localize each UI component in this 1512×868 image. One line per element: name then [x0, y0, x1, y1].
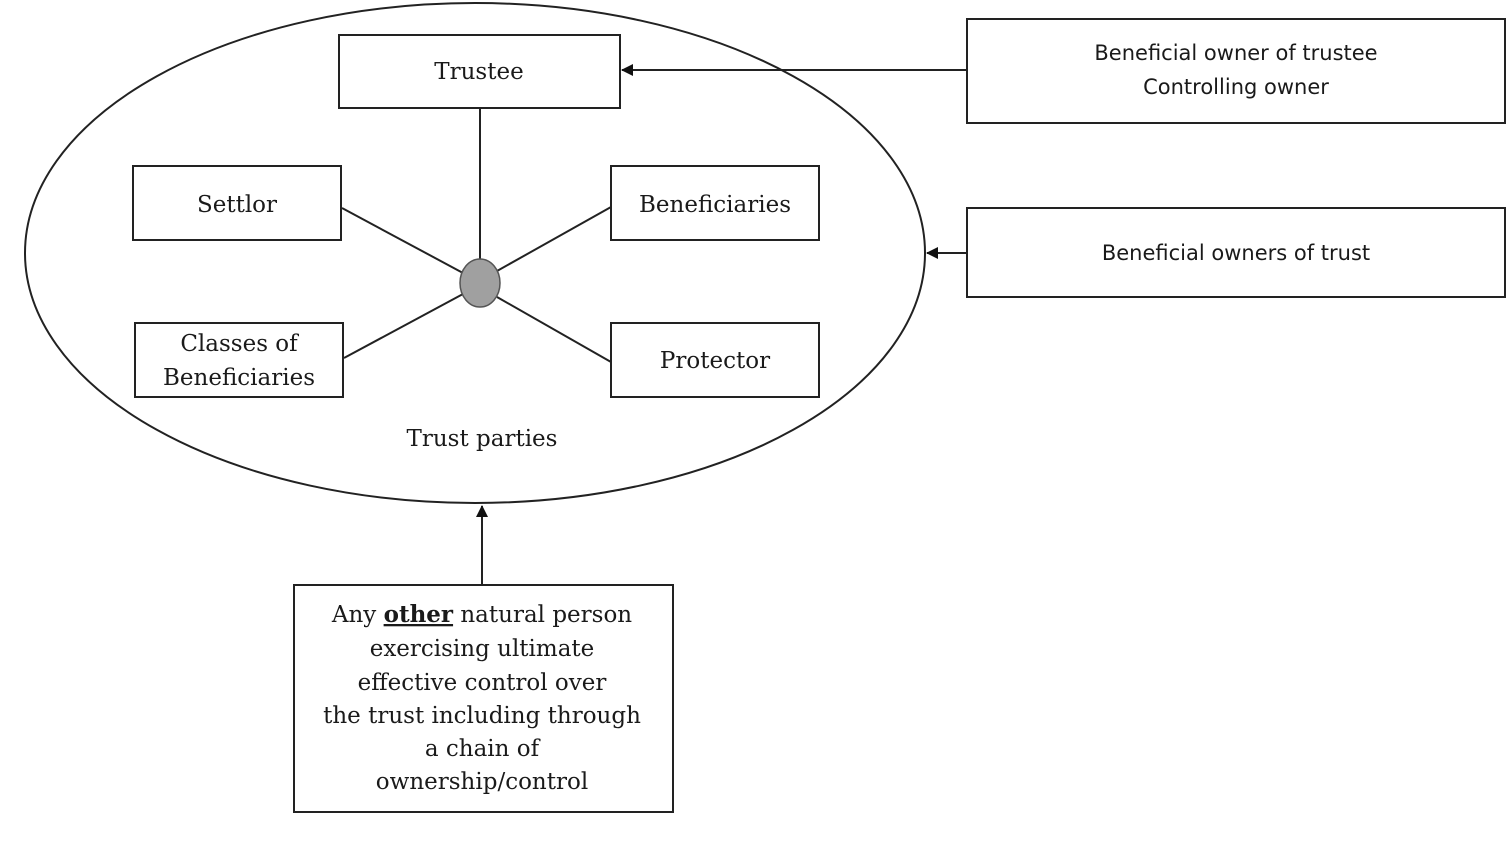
trustee-owner-line1: Beneficial owner of trustee	[1094, 41, 1377, 65]
spoke-protector	[496, 296, 612, 363]
other-person-line1: Any other natural person	[331, 601, 632, 628]
box-trust-owners: Beneficial owners of trust	[966, 207, 1506, 298]
box-trustee-owner: Beneficial owner of trustee Controlling …	[966, 18, 1506, 124]
other-person-pre: Any	[331, 602, 384, 628]
node-trustee: Trustee	[338, 34, 621, 109]
trust-parties-ellipse	[24, 2, 926, 504]
other-person-line2: exercising ultimate	[370, 636, 595, 662]
node-classes-label-1: Classes of	[180, 331, 299, 357]
trustee-owner-line2: Controlling owner	[1143, 75, 1329, 99]
node-protector-label: Protector	[660, 348, 770, 374]
other-person-emph: other	[384, 601, 454, 628]
node-beneficiaries: Beneficiaries	[610, 165, 820, 241]
other-person-line4: the trust including through	[323, 703, 641, 729]
node-beneficiaries-label: Beneficiaries	[639, 192, 791, 218]
other-person-post: natural person	[453, 602, 632, 628]
node-trustee-label: Trustee	[434, 59, 523, 85]
other-person-line5: a chain of	[425, 736, 541, 762]
box-other-person: Any other natural person exercising ulti…	[293, 584, 674, 813]
node-settlor: Settlor	[132, 165, 342, 241]
group-label: Trust parties	[407, 426, 558, 452]
other-person-line3: effective control over	[358, 670, 607, 696]
spoke-beneficiaries	[496, 206, 612, 272]
other-person-line6: ownership/control	[376, 769, 588, 795]
hub-node	[459, 258, 501, 308]
node-classes-label-2: Beneficiaries	[163, 365, 315, 391]
trust-owners-label: Beneficial owners of trust	[1102, 241, 1370, 265]
node-settlor-label: Settlor	[197, 192, 277, 218]
spoke-classes	[343, 293, 464, 359]
node-protector: Protector	[610, 322, 820, 398]
spoke-settlor	[341, 207, 464, 274]
node-classes-of-beneficiaries: Classes of Beneficiaries	[134, 322, 344, 398]
